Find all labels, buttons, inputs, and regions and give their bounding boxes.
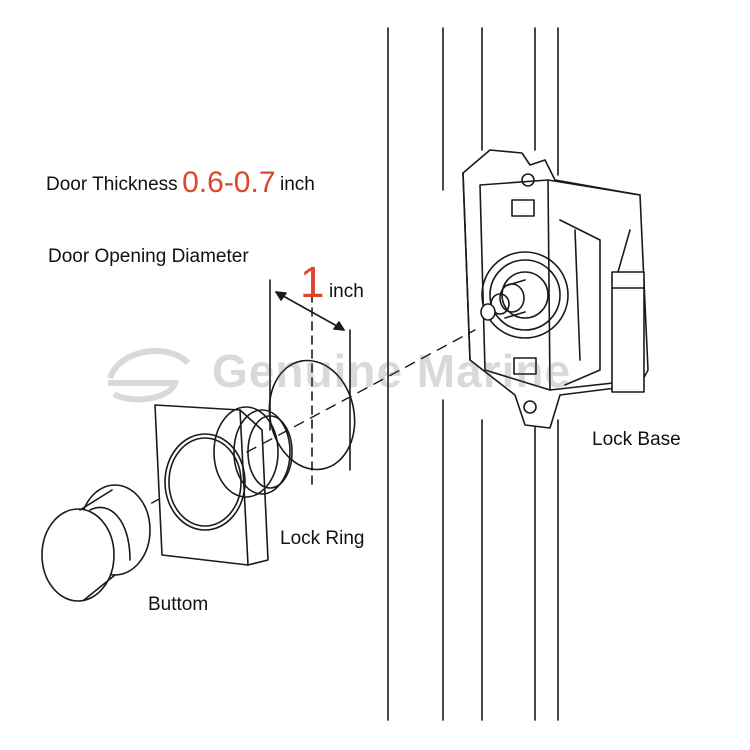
- watermark: Genuine Marine: [100, 338, 660, 408]
- door-opening-label: Door Opening Diameter: [48, 246, 249, 267]
- door-opening-dimension: 1 inch: [300, 258, 364, 308]
- lock-ring-shape: [154, 404, 293, 566]
- button-label: Buttom: [148, 594, 209, 615]
- watermark-text: Genuine Marine: [212, 345, 572, 397]
- door-thickness-prefix: Door Thickness: [46, 174, 178, 195]
- door-frame: [387, 27, 559, 721]
- lock-base-label: Lock Base: [592, 429, 681, 450]
- door-opening: [268, 279, 356, 491]
- lock-ring-label: Lock Ring: [280, 528, 365, 549]
- lock-base: [462, 149, 649, 429]
- axis-line: [119, 329, 476, 521]
- button-shape: [41, 484, 151, 602]
- door-opening-value: 1: [300, 258, 325, 307]
- door-thickness-value: 0.6-0.7: [182, 166, 276, 199]
- door-thickness-label: Door Thickness 0.6-0.7 inch: [46, 166, 315, 200]
- door-opening-unit: inch: [328, 281, 364, 302]
- watermark-logo-icon: [107, 348, 191, 403]
- door-thickness-unit: inch: [279, 174, 315, 195]
